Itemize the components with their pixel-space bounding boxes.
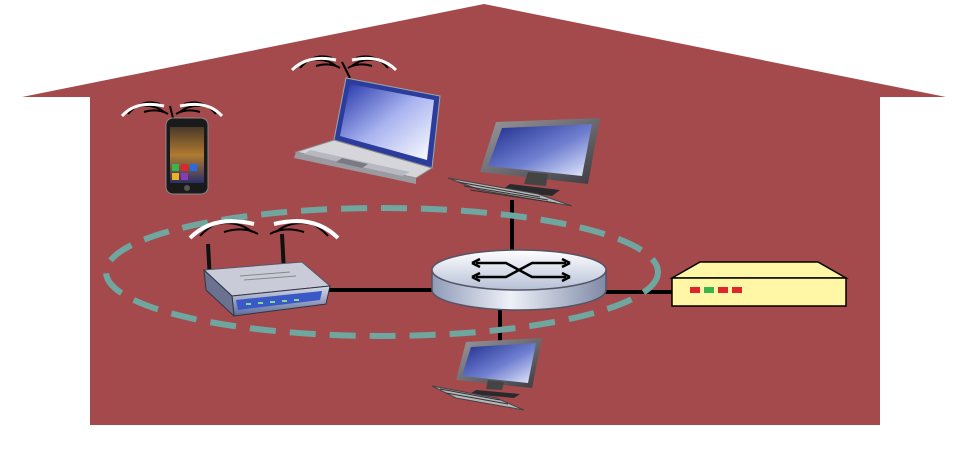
wifi-waves-phone bbox=[120, 101, 224, 123]
modem-led bbox=[690, 287, 700, 293]
wifi-waves-access-point bbox=[188, 218, 340, 240]
wifi-waves-laptop bbox=[290, 55, 398, 79]
laptop-icon bbox=[294, 77, 441, 184]
modem-icon bbox=[669, 261, 849, 307]
desktop-computer-icon bbox=[447, 118, 600, 207]
router-icon bbox=[431, 249, 607, 311]
modem-led bbox=[704, 287, 714, 293]
wireless-boundary bbox=[103, 205, 661, 339]
wifi-router-icon bbox=[202, 233, 332, 318]
desktop-computer-icon bbox=[431, 338, 542, 411]
modem-led bbox=[732, 287, 742, 293]
smartphone-icon bbox=[165, 117, 209, 195]
modem-led bbox=[718, 287, 728, 293]
